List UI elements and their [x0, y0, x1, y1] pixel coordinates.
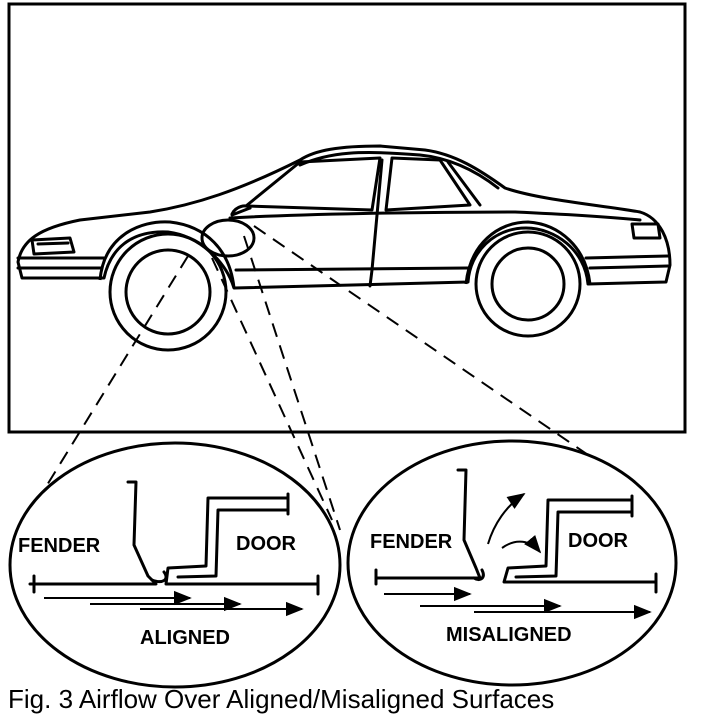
aligned-detail: FENDER DOOR ALIGNED: [8, 441, 342, 689]
misaligned-door-panel: [502, 498, 658, 584]
figure-caption: Fig. 3 Airflow Over Aligned/Misaligned S…: [8, 684, 555, 714]
zoom-source-circle: [200, 218, 256, 258]
car-frame: [7, 2, 687, 434]
aligned-detail-circle: [8, 441, 342, 689]
aligned-door-panel: [164, 496, 320, 586]
car-taillight: [630, 222, 662, 240]
aligned-fender-panel: [32, 480, 158, 586]
misaligned-detail: FENDER DOOR MISALIGNED: [346, 439, 678, 687]
misaligned-fender-panel: [374, 468, 482, 580]
zoom-leader-lines: [43, 225, 611, 531]
aligned-fender-label: FENDER: [18, 535, 101, 557]
misaligned-condition-label: MISALIGNED: [446, 624, 572, 646]
car-body-outline: [16, 144, 672, 290]
car-rear-window: [384, 156, 472, 212]
rear-wheel: [474, 230, 582, 338]
misaligned-door-label: DOOR: [568, 530, 629, 552]
misaligned-detail-circle: [346, 439, 678, 687]
car-illustration: [16, 144, 672, 290]
aligned-condition-label: ALIGNED: [140, 627, 230, 649]
misaligned-fender-label: FENDER: [370, 531, 453, 553]
car-front-window: [244, 156, 382, 212]
aligned-door-label: DOOR: [236, 533, 297, 555]
front-wheel: [108, 232, 228, 352]
car-headlight: [30, 236, 76, 256]
